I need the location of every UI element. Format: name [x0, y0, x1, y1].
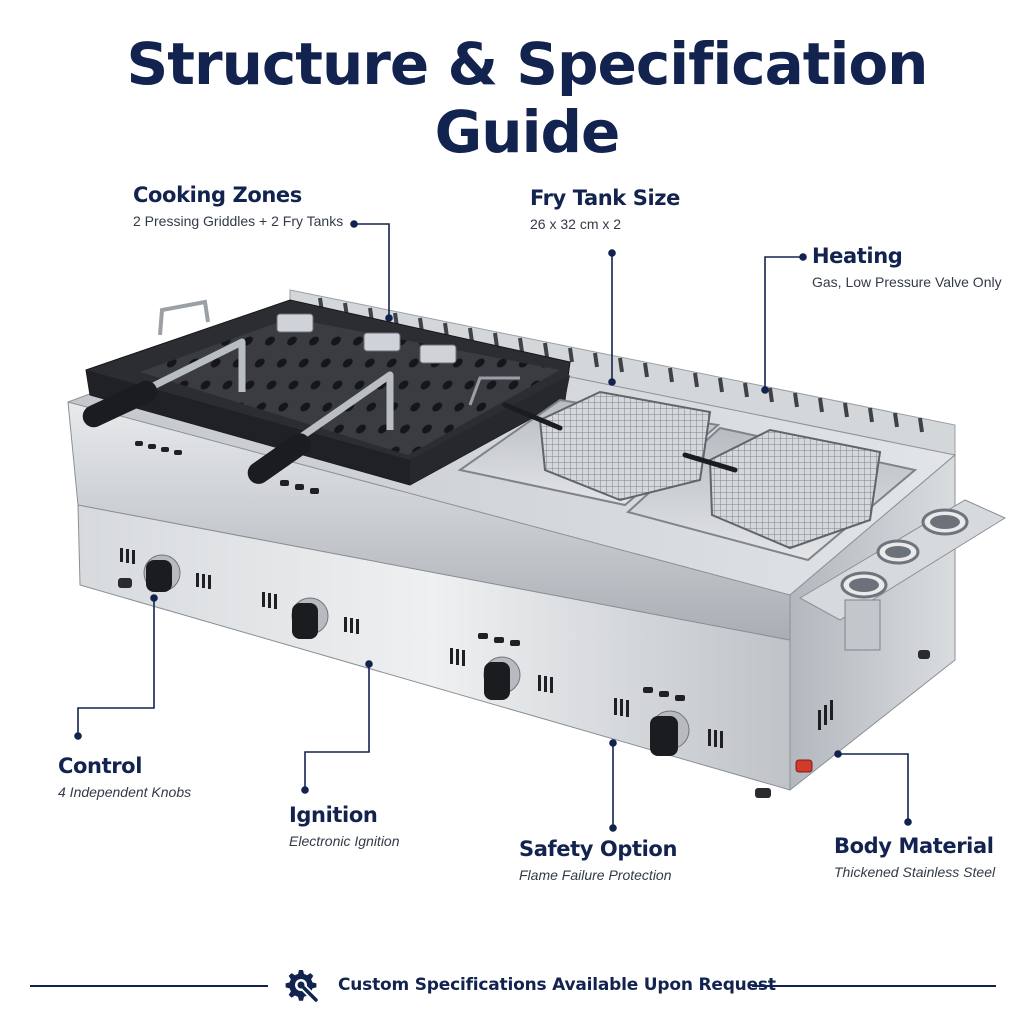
- panel-grilles: [120, 548, 833, 748]
- feet: [118, 578, 930, 798]
- footer-divider-left: [30, 985, 268, 987]
- label-detail: 2 Pressing Griddles + 2 Fry Tanks: [133, 213, 344, 229]
- label-heating: Heating Gas, Low Pressure Valve Only: [812, 244, 1002, 290]
- label-body-material: Body Material Thickened Stainless Steel: [834, 834, 995, 880]
- label-heading: Safety Option: [519, 837, 678, 861]
- label-control: Control 4 Independent Knobs: [58, 754, 191, 800]
- label-heading: Ignition: [289, 803, 378, 827]
- callout-fry-tank: [608, 249, 616, 386]
- label-cooking-zones: Cooking Zones 2 Pressing Griddles + 2 Fr…: [133, 183, 343, 229]
- footer-divider-right: [752, 985, 996, 987]
- gas-inlet: [795, 759, 813, 773]
- page-title: Structure & Specification Guide: [126, 30, 929, 166]
- label-detail: 26 x 32 cm x 2: [530, 216, 622, 232]
- label-safety-option: Safety Option Flame Failure Protection: [519, 837, 677, 883]
- label-detail: Flame Failure Protection: [519, 867, 672, 883]
- label-heading: Heating: [812, 244, 903, 268]
- knob-2: [291, 597, 329, 639]
- footer-note: Custom Specifications Available Upon Req…: [338, 975, 776, 995]
- pressing-griddle: [82, 299, 571, 486]
- strip-vents: [135, 441, 685, 701]
- label-heading: Cooking Zones: [133, 183, 302, 207]
- callout-safety: [609, 739, 617, 832]
- control-knobs: [143, 554, 690, 756]
- label-heading: Body Material: [834, 834, 994, 858]
- knob-3: [483, 656, 521, 700]
- label-detail: Electronic Ignition: [289, 833, 400, 849]
- knob-4: [650, 710, 690, 756]
- label-ignition: Ignition Electronic Ignition: [289, 803, 400, 849]
- label-detail: 4 Independent Knobs: [58, 784, 192, 800]
- callout-control: [74, 594, 158, 740]
- label-detail: Gas, Low Pressure Valve Only: [812, 274, 1002, 290]
- callout-heating: [761, 253, 807, 394]
- knob-1: [143, 554, 181, 592]
- label-detail: Thickened Stainless Steel: [834, 864, 996, 880]
- back-splash: [289, 289, 956, 456]
- utensil-holder: [798, 499, 1007, 651]
- label-heading: Control: [58, 754, 143, 778]
- gear-wrench-icon: [285, 970, 320, 1004]
- callout-cooking-zones: [350, 220, 393, 322]
- fry-tanks: [457, 376, 918, 562]
- callout-ignition: [301, 660, 373, 794]
- callout-body: [834, 750, 912, 826]
- callout-lines: [74, 220, 912, 832]
- label-fry-tank-size: Fry Tank Size 26 x 32 cm x 2: [530, 186, 680, 232]
- label-heading: Fry Tank Size: [530, 186, 680, 210]
